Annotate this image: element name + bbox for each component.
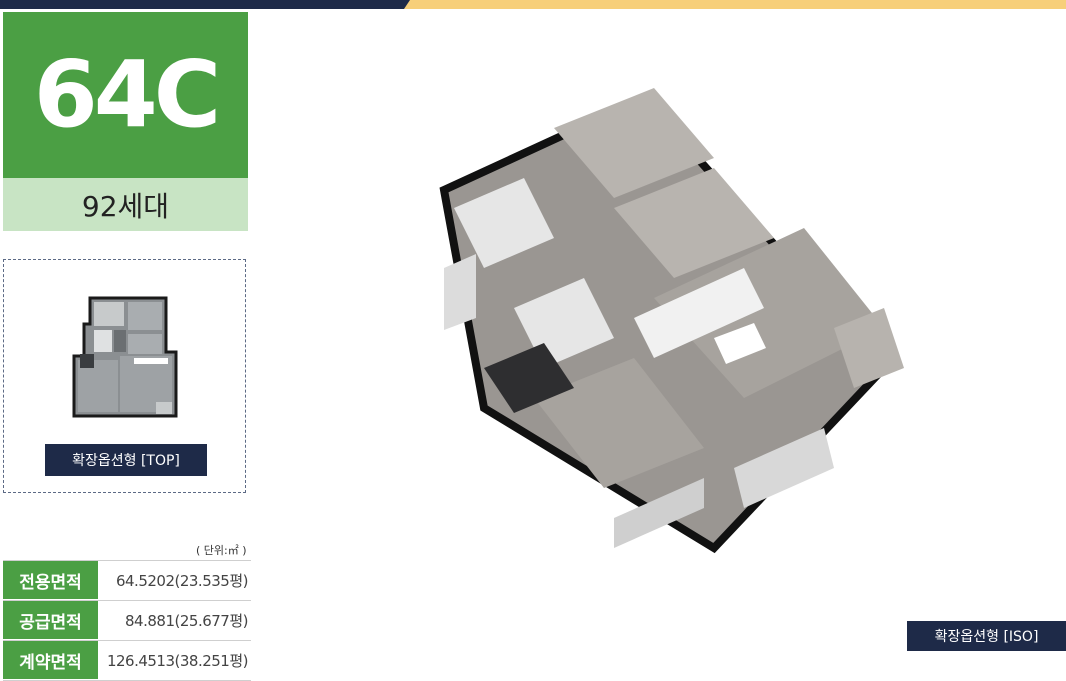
households-block: 92세대 [3, 178, 248, 231]
top-view-thumbnail-frame: 확장옵션형 [TOP] [3, 259, 246, 493]
area-value-exclusive: 64.5202(23.535평) [115, 572, 249, 590]
area-row-exclusive: 전용면적 64.5202(23.535평) [3, 560, 251, 601]
iso-view-tag: 확장옵션형 [ISO] [907, 621, 1066, 651]
area-value-contract: 126.4513(38.251평) [106, 652, 249, 670]
area-row-supply: 공급면적 84.881(25.677평) [3, 601, 251, 641]
top-view-floor-plan [72, 294, 178, 422]
unit-type-block: 64C [3, 12, 248, 178]
top-accent-bar-navy [0, 0, 410, 9]
area-label-supply: 공급면적 [3, 601, 98, 640]
iso-view-floor-plan [418, 72, 910, 588]
area-unit-note: ( 단위:㎡ ) [196, 544, 247, 557]
unit-type-label: 64C [33, 41, 222, 148]
area-table: 전용면적 64.5202(23.535평) 공급면적 84.881(25.677… [3, 560, 251, 681]
area-value-supply: 84.881(25.677평) [125, 612, 248, 630]
area-label-exclusive: 전용면적 [3, 561, 98, 600]
area-row-contract: 계약면적 126.4513(38.251평) [3, 641, 251, 681]
top-accent-bar-gold [404, 0, 1066, 9]
area-label-contract: 계약면적 [3, 641, 98, 680]
top-view-tag: 확장옵션형 [TOP] [45, 444, 207, 476]
households-label: 92세대 [81, 189, 170, 223]
